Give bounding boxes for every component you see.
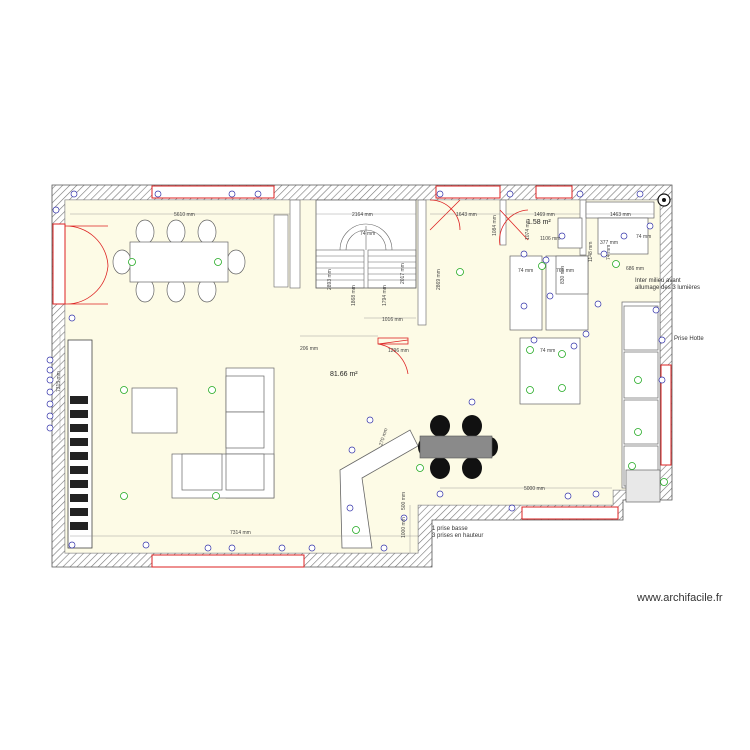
- window-top-center: [435, 185, 501, 199]
- dim-top-left: 5610 mm: [174, 212, 195, 218]
- windows: [52, 185, 672, 568]
- dim-74c: 74 mm: [540, 348, 555, 354]
- coffee-table: [131, 387, 178, 434]
- note-prise-basse: 1 prise basse: [432, 526, 468, 532]
- dim-stair-h3: 1794 mm: [382, 285, 388, 306]
- dim-wall-206: 206 mm: [300, 346, 318, 352]
- brand-watermark: www.archifacile.fr: [636, 592, 723, 604]
- dim-door-h: 2869 mm: [436, 269, 442, 290]
- dim-74d: 74 mm: [518, 268, 533, 274]
- dim-landing: 74 mm: [360, 231, 375, 237]
- dim-74b: 74 mm: [606, 245, 612, 260]
- window-bottom-right: [521, 506, 619, 520]
- dim-1074: 1074 mm: [525, 219, 531, 240]
- note-inter-1: Inter milieu avant: [635, 278, 681, 284]
- dim-top-right: 1469 mm: [534, 212, 555, 218]
- area-main: 81.66 m²: [330, 371, 358, 378]
- area-small: 1.58 m²: [527, 219, 551, 226]
- meter-icon: [657, 193, 671, 207]
- note-prises-hauteur: 3 prises en hauteur: [432, 533, 483, 539]
- dimension-lines: [59, 213, 654, 553]
- dim-761: 761 mm: [556, 268, 574, 274]
- outlet-symbols: [46, 190, 666, 552]
- notes: Inter milieu avant allumage des 3 lumièr…: [432, 278, 704, 539]
- shelving: [67, 339, 93, 549]
- dim-1084: 1084 mm: [492, 215, 498, 236]
- window-left: [52, 223, 66, 305]
- doors: [64, 199, 529, 375]
- dim-stair-base: 1016 mm: [382, 317, 403, 323]
- bar-counter: [339, 429, 419, 549]
- staircase: [273, 199, 417, 289]
- dim-bottom-left: 7314 mm: [230, 530, 251, 536]
- dim-686: 686 mm: [626, 266, 644, 272]
- dim-500: 500 mm: [401, 492, 407, 510]
- dim-74a: 74 mm: [636, 234, 651, 240]
- window-right: [660, 364, 672, 466]
- dim-stair-h1: 2893 mm: [327, 269, 333, 290]
- sofa: [171, 367, 275, 499]
- dim-stair-h2: 1868 mm: [351, 285, 357, 306]
- note-inter-2: allumage des 3 lumières: [635, 285, 700, 291]
- dim-bar: 270 mm: [378, 428, 389, 447]
- dark-dining-table: [418, 415, 498, 479]
- dim-bottom-right: 5000 mm: [524, 486, 545, 492]
- dim-377: 377 mm: [600, 240, 618, 246]
- dimension-labels: 5610 mm 2164 mm 1643 mm 1469 mm 1463 mm …: [56, 212, 651, 538]
- dim-1000: 1000 mm: [401, 517, 407, 538]
- note-hotte: Prise Hotte: [674, 336, 704, 342]
- dim-1106: 1106 mm: [540, 236, 560, 242]
- light-symbols: [120, 258, 668, 534]
- dim-stair-h4: 2017 mm: [400, 263, 406, 284]
- dim-left-side: 7315 mm: [56, 371, 62, 392]
- kitchen-units: [509, 201, 661, 503]
- window-top-left: [151, 185, 275, 199]
- window-top-right: [535, 185, 573, 199]
- dim-top-mid: 1643 mm: [456, 212, 477, 218]
- dining-table: [112, 219, 246, 303]
- dim-1148: 1148 mm: [588, 242, 594, 262]
- dim-stair-width: 2164 mm: [352, 212, 373, 218]
- area-labels: 81.66 m² 1.58 m²: [330, 219, 551, 378]
- dim-top-far: 1463 mm: [610, 212, 631, 218]
- dim-door-1296: 1296 mm: [388, 348, 409, 354]
- window-bottom: [151, 554, 305, 568]
- dim-830: 830 mm: [560, 266, 566, 284]
